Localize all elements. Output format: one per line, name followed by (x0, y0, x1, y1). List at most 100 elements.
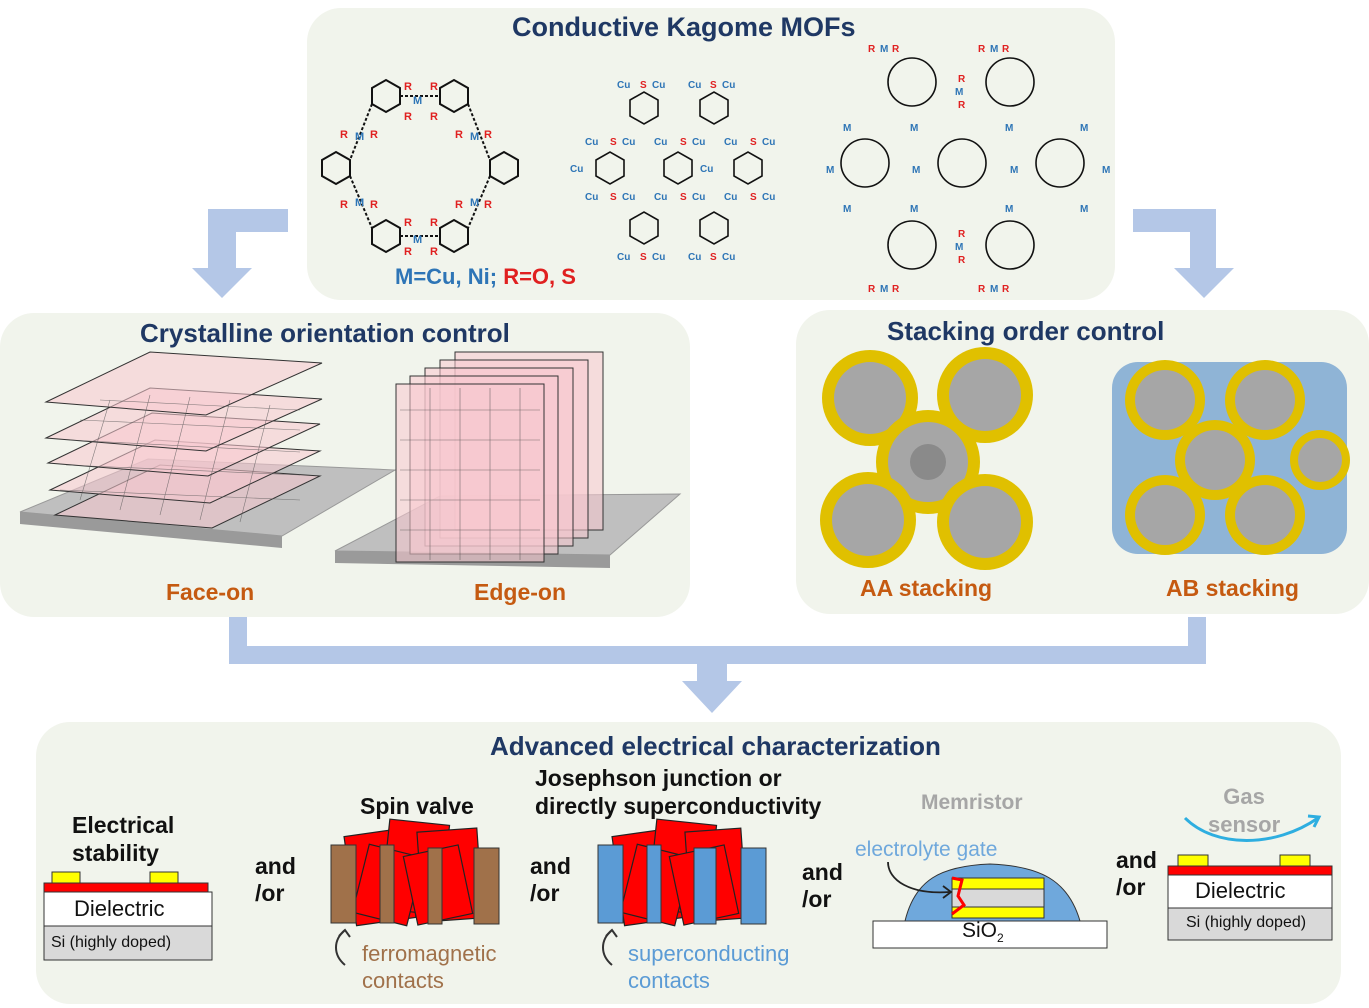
svg-text:R: R (370, 199, 378, 211)
svg-text:R: R (868, 44, 876, 55)
edge-on-sheets (395, 351, 604, 563)
svg-text:M: M (1080, 123, 1088, 134)
mof-structure-polycyclic (840, 57, 1085, 270)
svg-text:Cu: Cu (688, 252, 701, 263)
svg-text:S: S (710, 252, 717, 263)
svg-text:R: R (404, 111, 412, 123)
spin-valve-label: Spin valve (360, 793, 474, 819)
metal-ligand-legend: M=Cu, Ni; R=O, S (395, 264, 576, 290)
arrow-merge (229, 617, 1206, 713)
svg-text:R: R (404, 217, 412, 229)
ferro-line1: ferromagnetic (362, 941, 497, 966)
ferromagnetic-label: ferromagnetic contacts (362, 940, 497, 994)
svg-text:S: S (610, 137, 617, 148)
and-or-4: and /or (1116, 847, 1157, 901)
edge-on-label: Edge-on (474, 579, 566, 605)
top-panel (307, 8, 1115, 300)
svg-text:R: R (978, 44, 986, 55)
svg-text:M: M (910, 123, 918, 134)
face-on-label: Face-on (166, 579, 255, 605)
svg-text:Cu: Cu (652, 252, 665, 263)
svg-text:R: R (455, 129, 463, 141)
arrow-right-down (1133, 209, 1234, 298)
sio2-base: SiO (962, 919, 998, 942)
stability-line1: Electrical (72, 812, 175, 838)
sio2-subscript: 2 (997, 931, 1004, 946)
svg-text:Cu: Cu (585, 137, 598, 148)
svg-text:M: M (880, 284, 888, 295)
svg-text:S: S (680, 137, 687, 148)
svg-text:M: M (955, 87, 963, 98)
svg-text:M: M (355, 131, 364, 143)
svg-text:R: R (892, 284, 900, 295)
svg-text:R: R (455, 199, 463, 211)
svg-text:R: R (484, 199, 492, 211)
svg-text:M: M (1102, 165, 1110, 176)
stability-si-label: Si (highly doped) (51, 934, 172, 951)
gas-sensor-label: Gas sensor (1208, 783, 1280, 839)
svg-text:Cu: Cu (585, 192, 598, 203)
or-4: /or (1116, 874, 1146, 900)
or-2: /or (530, 880, 560, 906)
svg-text:Cu: Cu (654, 137, 667, 148)
svg-text:M: M (990, 44, 998, 55)
svg-text:R: R (1002, 284, 1010, 295)
svg-text:Cu: Cu (722, 80, 735, 91)
svg-text:S: S (680, 192, 687, 203)
svg-text:M: M (826, 165, 834, 176)
svg-text:S: S (640, 252, 647, 263)
svg-text:S: S (610, 192, 617, 203)
electrolyte-gate-label: electrolyte gate (855, 838, 998, 861)
svg-text:M: M (470, 197, 479, 209)
stability-label: Electrical stability (72, 811, 174, 867)
svg-text:Cu: Cu (724, 137, 737, 148)
svg-text:M: M (912, 165, 920, 176)
svg-text:M: M (413, 95, 422, 107)
and-4: and (1116, 847, 1157, 873)
svg-text:R: R (484, 129, 492, 141)
svg-text:S: S (640, 80, 647, 91)
arrow-left-down (192, 209, 288, 298)
svg-text:R: R (958, 100, 966, 111)
svg-text:R: R (340, 129, 348, 141)
svg-text:S: S (750, 137, 757, 148)
svg-text:M: M (910, 204, 918, 215)
svg-text:R: R (370, 129, 378, 141)
svg-text:R: R (1002, 44, 1010, 55)
jj-line2: directly superconductivity (535, 793, 822, 819)
svg-text:R: R (958, 255, 966, 266)
aa-stacking-model (820, 347, 1033, 570)
svg-text:R: R (340, 199, 348, 211)
and-1: and (255, 853, 296, 879)
or-1: /or (255, 880, 285, 906)
svg-text:M: M (355, 197, 364, 209)
svg-text:M: M (880, 44, 888, 55)
stacking-title: Stacking order control (887, 316, 1165, 346)
svg-text:M: M (1080, 204, 1088, 215)
svg-text:Cu: Cu (688, 80, 701, 91)
svg-text:R: R (892, 44, 900, 55)
svg-text:M: M (470, 131, 479, 143)
svg-text:Cu: Cu (724, 192, 737, 203)
svg-text:S: S (750, 192, 757, 203)
svg-text:M: M (990, 284, 998, 295)
gas-si-label: Si (highly doped) (1186, 914, 1307, 931)
sio2-label: SiO2 (962, 919, 1004, 945)
svg-text:R: R (430, 217, 438, 229)
and-3: and (802, 859, 843, 885)
svg-text:M: M (1005, 204, 1013, 215)
svg-text:R: R (404, 246, 412, 258)
legend-ligand: R=O, S (503, 264, 576, 289)
stability-dielectric-label: Dielectric (74, 896, 165, 921)
svg-text:R: R (868, 284, 876, 295)
svg-text:M: M (413, 234, 422, 246)
orientation-title: Crystalline orientation control (140, 318, 510, 348)
superconducting-label: superconducting contacts (628, 940, 789, 994)
